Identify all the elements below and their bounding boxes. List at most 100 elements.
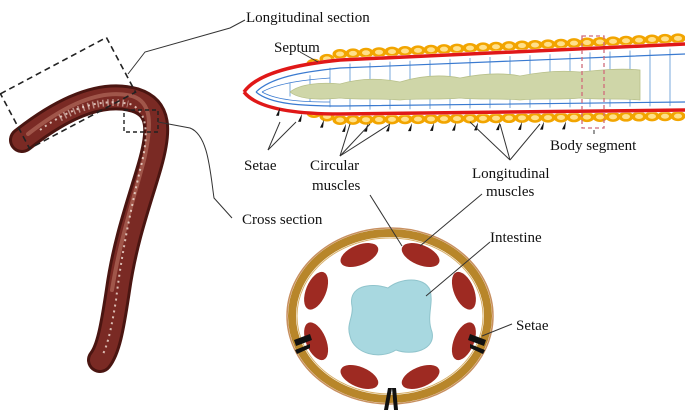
seta: [540, 121, 544, 130]
circular-muscle-core: [401, 48, 409, 54]
longitudinal-selection-box: [0, 36, 137, 150]
seta: [408, 123, 412, 132]
circular-muscle-core: [544, 115, 552, 121]
circular-muscle-core: [531, 42, 539, 48]
circular-muscle-core: [440, 46, 448, 52]
muscle-bundle: [451, 271, 476, 310]
circular-muscle-core: [492, 115, 500, 121]
label-body-segment: Body segment: [550, 138, 637, 154]
circular-muscle-core: [505, 43, 513, 49]
longitudinal-leaders: [267, 51, 595, 161]
circular-muscle-core: [648, 113, 656, 119]
circular-muscle-core: [518, 115, 526, 121]
intestine-cross: [348, 279, 433, 356]
circular-muscle-core: [583, 114, 591, 120]
circular-muscle-core: [635, 37, 643, 43]
circular-muscle-core: [674, 35, 682, 41]
circular-muscle-core: [479, 115, 487, 121]
circular-muscle-core: [375, 117, 383, 123]
seta: [342, 123, 346, 132]
circular-muscle-core: [622, 38, 630, 44]
inner-line-bottom: [255, 91, 685, 107]
circular-muscle-core: [427, 116, 435, 122]
circular-muscle-core: [453, 46, 461, 52]
circular-muscle-core: [557, 41, 565, 47]
body-segment-marker: [581, 35, 605, 129]
circular-muscle-core: [596, 114, 604, 120]
seta: [276, 107, 280, 116]
circular-muscle-core: [362, 117, 370, 123]
circular-muscle-core: [440, 116, 448, 122]
seta: [452, 122, 456, 131]
circular-muscle-core: [570, 114, 578, 120]
muscle-bundle: [304, 271, 329, 310]
circular-muscle-core: [492, 44, 500, 50]
leader-cross: [157, 121, 233, 219]
seta: [386, 123, 390, 132]
muscle-bundle: [401, 364, 440, 389]
circular-muscle-core: [427, 47, 435, 53]
circular-muscle-core: [661, 113, 669, 119]
label-circular-muscles-1: Circular: [310, 158, 359, 174]
muscle-bundle: [401, 243, 440, 268]
circular-muscle-core: [414, 116, 422, 122]
circular-muscle-core: [336, 51, 344, 57]
circular-muscle-core: [388, 49, 396, 55]
label-setae-top: Setae: [244, 158, 277, 174]
longitudinal-muscle-bottom: [242, 90, 685, 116]
longitudinal-muscle-bundles: [304, 243, 476, 389]
inner-line-top: [255, 53, 685, 93]
circular-muscle-core: [544, 41, 552, 47]
muscle-bundle: [340, 243, 379, 268]
seta: [518, 121, 522, 130]
earthworm-illustration: [9, 84, 170, 373]
label-longitudinal-muscles-2: muscles: [486, 184, 534, 200]
circular-muscle-core: [453, 116, 461, 122]
label-cross-section: Cross section: [242, 212, 323, 228]
circular-muscle-core: [648, 37, 656, 43]
circular-muscle-core: [635, 114, 643, 120]
cross-leaders: [369, 193, 513, 337]
circular-muscle-core: [479, 44, 487, 50]
muscle-bundle: [304, 322, 329, 361]
circular-muscle-core: [674, 113, 682, 119]
longitudinal-muscle-top: [242, 42, 685, 94]
muscle-bundle: [340, 364, 379, 389]
seta: [496, 122, 500, 131]
circular-muscle-core: [349, 117, 357, 123]
label-septum: Septum: [274, 40, 320, 56]
circular-muscle-core: [388, 116, 396, 122]
label-longitudinal-muscles-1: Longitudinal: [472, 166, 550, 182]
label-setae-bottom: Setae: [516, 318, 549, 334]
circular-muscle-core: [466, 115, 474, 121]
setae-longitudinal: [276, 107, 566, 132]
circular-muscle-core: [609, 114, 617, 120]
circular-muscle-core: [609, 38, 617, 44]
circular-muscle-core: [570, 40, 578, 46]
circular-muscle-core: [596, 39, 604, 45]
label-longitudinal-section: Longitudinal section: [246, 10, 370, 26]
circular-muscle-core: [349, 50, 357, 56]
circular-muscle-core: [583, 40, 591, 46]
circular-muscle-core: [531, 115, 539, 121]
circular-muscle-core: [518, 43, 526, 49]
label-circular-muscles-2: muscles: [312, 178, 360, 194]
muscle-bundle: [451, 322, 476, 361]
circular-muscle-core: [414, 47, 422, 53]
cross-selection-box: [123, 109, 159, 133]
circular-muscle-core: [622, 114, 630, 120]
seta: [430, 122, 434, 131]
circular-muscle-core: [401, 116, 409, 122]
setae-cross: [294, 334, 486, 410]
circular-muscle-core: [557, 114, 565, 120]
circular-muscle-core: [336, 117, 344, 123]
longitudinal-section: [242, 33, 685, 132]
seta: [562, 121, 566, 130]
label-intestine: Intestine: [490, 230, 542, 246]
seta: [320, 119, 324, 128]
leader-longitudinal: [127, 19, 246, 75]
circular-muscle-core: [466, 45, 474, 51]
cross-section: [286, 227, 494, 410]
seta: [298, 113, 302, 122]
